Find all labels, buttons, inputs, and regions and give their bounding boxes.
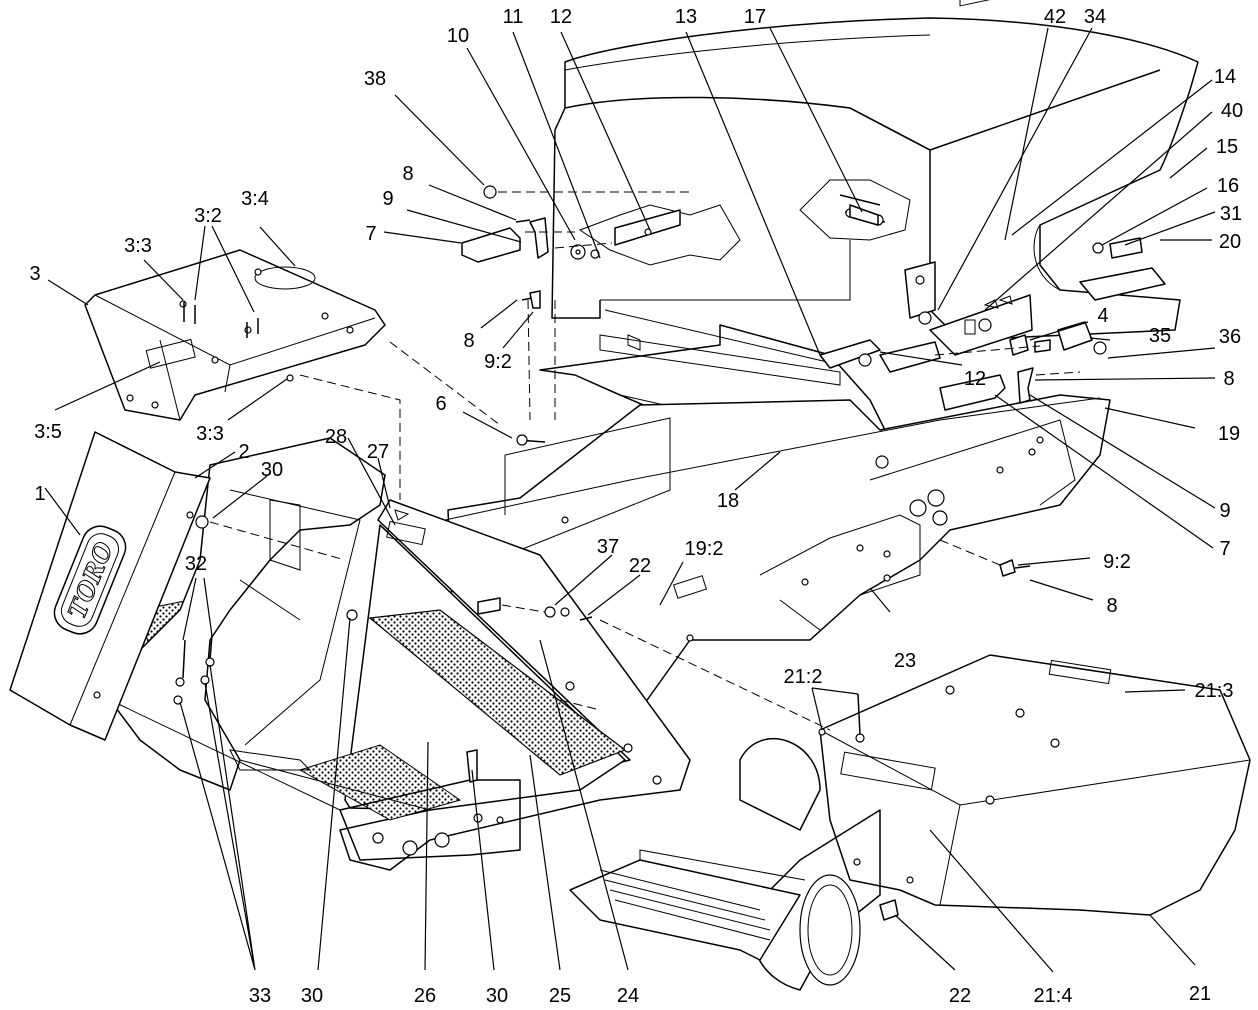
grommet-icon — [483, 185, 497, 199]
callout: 8 — [463, 330, 474, 352]
callout: 21:4 — [1034, 985, 1073, 1007]
fender — [751, 654, 1251, 991]
callout: 40 — [1221, 100, 1243, 122]
callout: 7 — [1219, 538, 1230, 560]
callout: 13 — [675, 6, 697, 28]
callout: 38 — [364, 68, 386, 90]
callout: 31 — [1220, 203, 1242, 225]
callout: 7 — [365, 223, 376, 245]
callout: 4 — [1097, 305, 1108, 327]
hood-cover — [84, 249, 386, 421]
callout: 17 — [744, 6, 766, 28]
callout: 32 — [185, 553, 207, 575]
seat-bracket-upper — [461, 227, 521, 263]
callout: 37 — [597, 536, 619, 558]
callout: 9:2 — [1103, 551, 1131, 573]
callout: 26 — [414, 985, 436, 1007]
callout: 16 — [1217, 175, 1239, 197]
callout: 34 — [1084, 6, 1106, 28]
callout-labels: 38 10 11 12 13 17 42 34 14 40 15 16 31 2… — [29, 6, 1243, 1007]
callout: 30 — [261, 459, 283, 481]
callout: 21:3 — [1195, 680, 1234, 702]
assembly-lines — [209, 191, 1081, 731]
footstep — [569, 849, 806, 961]
toro-logo: TORO — [53, 525, 127, 635]
callout: 15 — [1216, 136, 1238, 158]
callout: 35 — [1149, 325, 1171, 347]
callout: 27 — [367, 441, 389, 463]
callout: 25 — [549, 985, 571, 1007]
callout: 28 — [325, 426, 347, 448]
callout: 11 — [503, 6, 524, 28]
callout: 3:3 — [124, 235, 152, 257]
callout: 6 — [435, 393, 446, 415]
seat-decal — [959, 0, 1029, 7]
callout: 24 — [617, 985, 639, 1007]
callout: 12 — [964, 368, 986, 390]
callout: 8 — [402, 163, 413, 185]
hardware-parts — [173, 185, 1166, 921]
callout: 18 — [717, 490, 739, 512]
callout: 3:3 — [196, 423, 224, 445]
callout: 3:4 — [241, 188, 269, 210]
callout: 3:2 — [194, 205, 222, 227]
callout: 22 — [629, 555, 651, 577]
callout: 19 — [1218, 423, 1240, 445]
front-panel: TORO — [9, 431, 211, 741]
callout: 9 — [1219, 500, 1230, 522]
callout: 22 — [949, 985, 971, 1007]
callout: 19:2 — [685, 538, 724, 560]
callout: 12 — [550, 6, 572, 28]
callout: 30 — [301, 985, 323, 1007]
callout: 1 — [34, 483, 45, 505]
callout: 30 — [486, 985, 508, 1007]
fender-decal — [840, 751, 936, 791]
callout: 3:5 — [34, 421, 62, 443]
callout: 21:2 — [784, 666, 823, 688]
leader-lines — [44, 27, 1216, 973]
callout: 8 — [1106, 595, 1117, 617]
callout: 10 — [447, 25, 469, 47]
callout: 2 — [238, 441, 249, 463]
callout: 21 — [1189, 983, 1211, 1005]
callout: 20 — [1219, 231, 1241, 253]
callout: 8 — [1223, 368, 1234, 390]
callout: 33 — [249, 985, 271, 1007]
callout: 36 — [1219, 326, 1241, 348]
callout: 23 — [894, 650, 916, 672]
callout: 9:2 — [484, 351, 512, 373]
callout: 42 — [1044, 6, 1066, 28]
callout: 9 — [382, 188, 393, 210]
hood-decal — [145, 338, 196, 369]
callout: 14 — [1214, 66, 1236, 88]
callout: 3 — [29, 263, 40, 285]
